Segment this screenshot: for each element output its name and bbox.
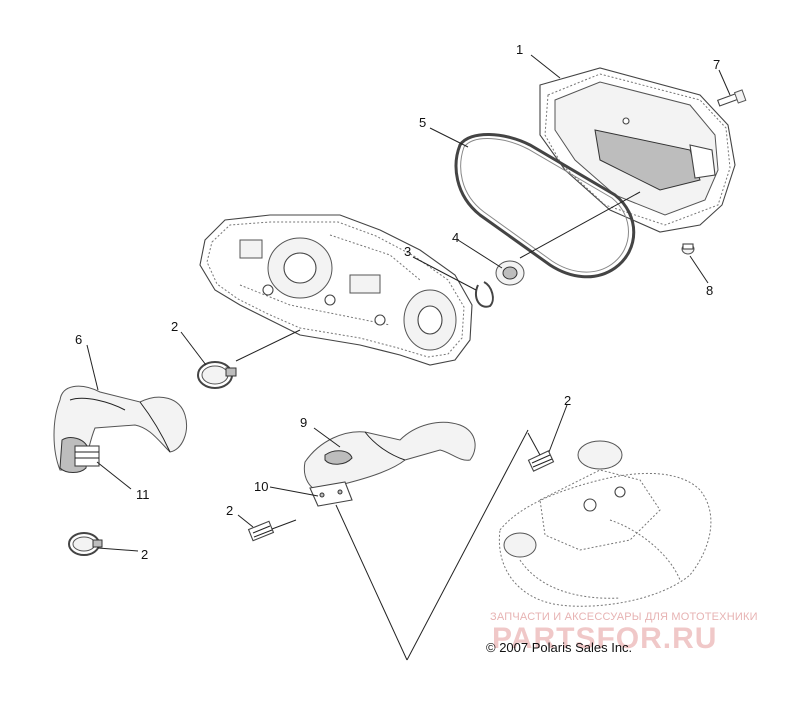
callout-11: 11 [136,487,150,502]
duct-connector [74,445,100,467]
watermark-logo: PARTSFOR.RU [492,622,718,655]
leader-lines [86,54,731,661]
callout-3: 3 [404,244,411,259]
callout-2-engine: 2 [171,319,178,334]
callout-6: 6 [75,332,82,347]
engine-crankcase [199,214,473,366]
hose-clamp-right [527,450,555,472]
hose-clamp-lower-left [68,532,103,556]
callout-5: 5 [419,115,426,130]
callout-9: 9 [300,415,307,430]
duct-flange [309,481,353,507]
callout-2-left: 2 [141,547,148,562]
callout-10: 10 [254,479,268,494]
bearing [495,260,525,286]
hose-clamp-lower-center [247,520,275,542]
cover-bolt [716,89,747,107]
outlet-duct [53,385,187,473]
callout-2-center: 2 [226,503,233,518]
clutch-outer-cover [539,67,736,233]
copyright-notice: © 2007 Polaris Sales Inc. [486,640,633,655]
intake-assembly [498,440,712,607]
cover-plug [681,243,695,255]
callout-8: 8 [706,283,713,298]
drive-belt [454,133,636,279]
hose-clamp-upper [197,361,237,389]
watermark-tagline: ЗАПЧАСТИ И АКСЕССУАРЫ ДЛЯ МОТОТЕХНИКИ [490,611,758,623]
callout-2-right: 2 [564,393,571,408]
callout-4: 4 [452,230,459,245]
inlet-duct [303,421,476,493]
callout-1: 1 [516,42,523,57]
callout-labels: 1 7 5 4 3 8 2 6 2 9 10 11 2 2 [75,42,720,562]
retaining-ring [474,281,494,308]
callout-7: 7 [713,57,720,72]
